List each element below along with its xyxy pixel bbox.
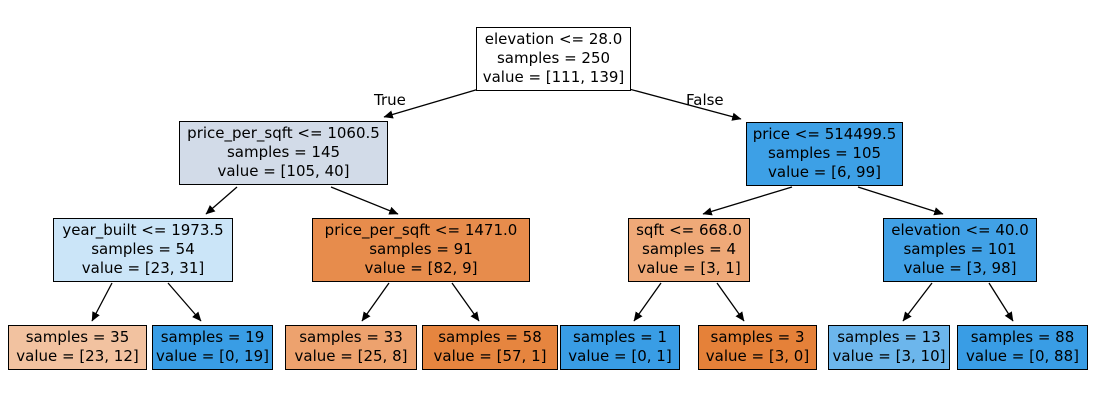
node-condition: year_built <= 1973.5 <box>62 221 224 239</box>
node-samples: samples = 35 <box>25 328 130 346</box>
node-value: value = [3, 1] <box>637 259 741 277</box>
edge-root-true <box>383 88 480 119</box>
edge-label-false: False <box>686 91 724 109</box>
tree-node-root: elevation <= 28.0 samples = 250 value = … <box>476 27 631 91</box>
node-condition: price_per_sqft <= 1471.0 <box>324 221 518 239</box>
node-samples: samples = 58 <box>438 328 542 346</box>
node-value: value = [6, 99] <box>768 163 881 181</box>
node-samples: samples = 19 <box>160 328 265 346</box>
node-value: value = [3, 98] <box>903 259 1017 277</box>
edge-label-true: True <box>374 91 406 109</box>
node-value: value = [0, 1] <box>568 347 672 365</box>
node-condition: sqft <= 668.0 <box>636 221 742 239</box>
tree-leaf-6: samples = 3 value = [3, 0] <box>698 325 817 370</box>
tree-node-price-per-sqft-1471: price_per_sqft <= 1471.0 samples = 91 va… <box>312 218 530 282</box>
edge-root-false <box>628 88 742 121</box>
node-samples: samples = 250 <box>496 49 611 67</box>
node-value: value = [25, 8] <box>294 347 408 365</box>
edge-n6-left <box>902 282 933 322</box>
edge-n1-right <box>330 186 399 215</box>
tree-leaf-8: samples = 88 value = [0, 88] <box>957 325 1088 370</box>
node-value: value = [3, 0] <box>705 347 810 365</box>
edge-n4-left <box>361 282 390 322</box>
node-samples: samples = 101 <box>903 240 1017 258</box>
edge-n5-left <box>633 282 662 322</box>
node-condition: elevation <= 28.0 <box>484 30 623 48</box>
tree-leaf-2: samples = 19 value = [0, 19] <box>152 325 273 370</box>
tree-node-year-built-1973: year_built <= 1973.5 samples = 54 value … <box>53 218 233 282</box>
node-samples: samples = 145 <box>226 143 341 161</box>
tree-node-price-514499: price <= 514499.5 samples = 105 value = … <box>746 122 903 186</box>
node-condition: price <= 514499.5 <box>752 125 897 143</box>
node-samples: samples = 13 <box>837 328 941 346</box>
edge-n2-right <box>857 186 944 216</box>
node-samples: samples = 1 <box>573 328 667 346</box>
node-samples: samples = 4 <box>642 240 736 258</box>
node-samples: samples = 3 <box>710 328 805 346</box>
node-samples: samples = 54 <box>91 240 195 258</box>
tree-leaf-3: samples = 33 value = [25, 8] <box>285 325 417 370</box>
tree-node-price-per-sqft-1060: price_per_sqft <= 1060.5 samples = 145 v… <box>179 121 388 185</box>
edge-n6-right <box>988 282 1014 322</box>
edge-n3-right <box>167 282 202 322</box>
node-value: value = [23, 31] <box>81 259 205 277</box>
edge-n5-right <box>716 282 745 322</box>
tree-leaf-1: samples = 35 value = [23, 12] <box>8 325 147 370</box>
node-samples: samples = 33 <box>299 328 403 346</box>
edge-n2-left <box>702 186 793 216</box>
tree-node-sqft-668: sqft <= 668.0 samples = 4 value = [3, 1] <box>628 218 750 282</box>
tree-leaf-7: samples = 13 value = [3, 10] <box>828 325 950 370</box>
node-value: value = [0, 19] <box>156 347 269 365</box>
node-samples: samples = 105 <box>767 144 882 162</box>
node-samples: samples = 88 <box>970 328 1075 346</box>
tree-leaf-4: samples = 58 value = [57, 1] <box>422 325 558 370</box>
tree-node-elevation-40: elevation <= 40.0 samples = 101 value = … <box>883 218 1037 282</box>
node-value: value = [23, 12] <box>16 347 139 365</box>
tree-leaf-5: samples = 1 value = [0, 1] <box>560 325 680 370</box>
node-value: value = [82, 9] <box>364 259 478 277</box>
edge-n3-left <box>91 282 113 322</box>
edge-n4-right <box>451 282 480 322</box>
edge-n1-left <box>205 186 238 215</box>
node-value: value = [105, 40] <box>217 162 350 180</box>
node-value: value = [111, 139] <box>482 68 625 86</box>
node-value: value = [3, 10] <box>832 347 946 365</box>
node-value: value = [0, 88] <box>966 347 1079 365</box>
node-condition: elevation <= 40.0 <box>891 221 1029 239</box>
node-condition: price_per_sqft <= 1060.5 <box>187 124 380 142</box>
node-value: value = [57, 1] <box>433 347 547 365</box>
node-samples: samples = 91 <box>369 240 473 258</box>
